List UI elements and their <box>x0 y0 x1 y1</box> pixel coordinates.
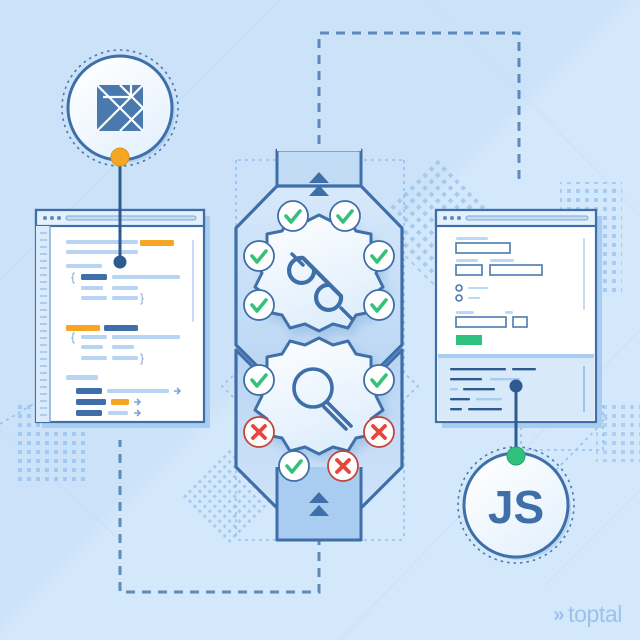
dashed-path-bottom-left <box>118 440 321 594</box>
check-icon <box>250 298 268 313</box>
code-brace-close-2: } <box>140 351 144 365</box>
wrench-icon <box>286 252 354 321</box>
pipeline-arrow-top <box>309 172 329 196</box>
check-icon <box>336 209 354 224</box>
badge-pin-dot-js[interactable] <box>506 446 526 466</box>
code-brace-close: } <box>140 291 144 305</box>
field-label-c <box>456 311 474 314</box>
badge-connector-endpoint-design <box>113 255 127 269</box>
code-arrow-icon-3 <box>134 409 142 417</box>
console-lines <box>450 368 536 411</box>
dashed-path-top-right <box>317 31 521 185</box>
wireframe-badge[interactable] <box>61 49 179 167</box>
cross-icon <box>371 424 387 440</box>
code-arrow-icon-2 <box>134 398 142 406</box>
field-label-b <box>490 259 514 262</box>
field-input-a[interactable] <box>455 264 483 276</box>
js-badge[interactable]: JS <box>457 446 575 564</box>
badge-pin-dot-design[interactable] <box>110 147 130 167</box>
status-badge-cross[interactable] <box>363 416 395 448</box>
code-brace-open: { <box>71 270 75 284</box>
check-icon <box>370 298 388 313</box>
check-icon <box>285 459 303 474</box>
field-label-d <box>505 311 513 314</box>
dashed-outline-right <box>403 160 420 540</box>
form-fields[interactable] <box>455 237 543 345</box>
status-badge-check[interactable] <box>278 450 310 482</box>
cross-icon <box>335 458 351 474</box>
badge-dashed-ring-design <box>61 49 179 167</box>
badge-dashed-ring-js <box>457 446 575 564</box>
window-traffic-dots-right[interactable] <box>443 216 461 220</box>
window-addressbar-left[interactable] <box>65 215 197 221</box>
badge-connector-endpoint-js <box>509 379 523 393</box>
field-input-d[interactable] <box>512 316 528 328</box>
toptal-mark-icon: » <box>553 603 565 626</box>
status-badge-check[interactable] <box>243 289 275 321</box>
status-badge-check[interactable] <box>277 200 309 232</box>
editor-gutter-ticks <box>40 232 47 416</box>
check-icon <box>370 373 388 388</box>
status-badge-check[interactable] <box>363 364 395 396</box>
editor-scrollbar[interactable] <box>192 240 194 322</box>
field-label-name <box>456 237 488 240</box>
check-icon <box>250 373 268 388</box>
code-arrow-icon <box>174 387 182 395</box>
toptal-logo[interactable]: » toptal <box>553 603 622 626</box>
check-icon <box>284 209 302 224</box>
radio-option-1[interactable] <box>455 284 463 292</box>
magnifier-icon <box>292 367 353 431</box>
console-scrollbar[interactable] <box>583 366 585 412</box>
field-input-b[interactable] <box>489 264 543 276</box>
radio-label-1 <box>468 287 488 289</box>
pipeline-stem-bottom <box>275 467 363 542</box>
check-icon <box>370 249 388 264</box>
status-badge-check[interactable] <box>329 200 361 232</box>
pipeline-arrow-bottom <box>309 492 329 516</box>
toptal-wordmark: toptal <box>568 601 622 627</box>
status-markers[interactable] <box>243 200 395 482</box>
check-icon <box>250 249 268 264</box>
field-input-c[interactable] <box>455 316 507 328</box>
wireframe-icon <box>96 84 145 132</box>
field-label-a <box>456 259 478 262</box>
console-divider <box>438 354 594 358</box>
status-badge-check[interactable] <box>363 289 395 321</box>
dashed-diag-left <box>0 399 41 425</box>
cross-icon <box>251 424 267 440</box>
window-addressbar-right[interactable] <box>465 215 589 221</box>
status-badge-cross[interactable] <box>327 450 359 482</box>
radio-label-2 <box>468 297 480 299</box>
editor-code-lines: { } { } <box>66 240 182 417</box>
status-badge-cross[interactable] <box>243 416 275 448</box>
status-badge-check[interactable] <box>243 364 275 396</box>
radio-option-2[interactable] <box>455 294 463 302</box>
js-text-icon: JS <box>488 481 544 533</box>
field-input-name[interactable] <box>455 242 511 254</box>
status-badge-check[interactable] <box>363 240 395 272</box>
form-scrollbar[interactable] <box>583 238 585 310</box>
submit-button[interactable] <box>456 335 482 345</box>
code-brace-open-2: { <box>71 330 75 344</box>
code-editor-window[interactable]: { } { } <box>34 208 210 428</box>
status-badge-check[interactable] <box>243 240 275 272</box>
window-traffic-dots-left[interactable] <box>43 216 61 220</box>
